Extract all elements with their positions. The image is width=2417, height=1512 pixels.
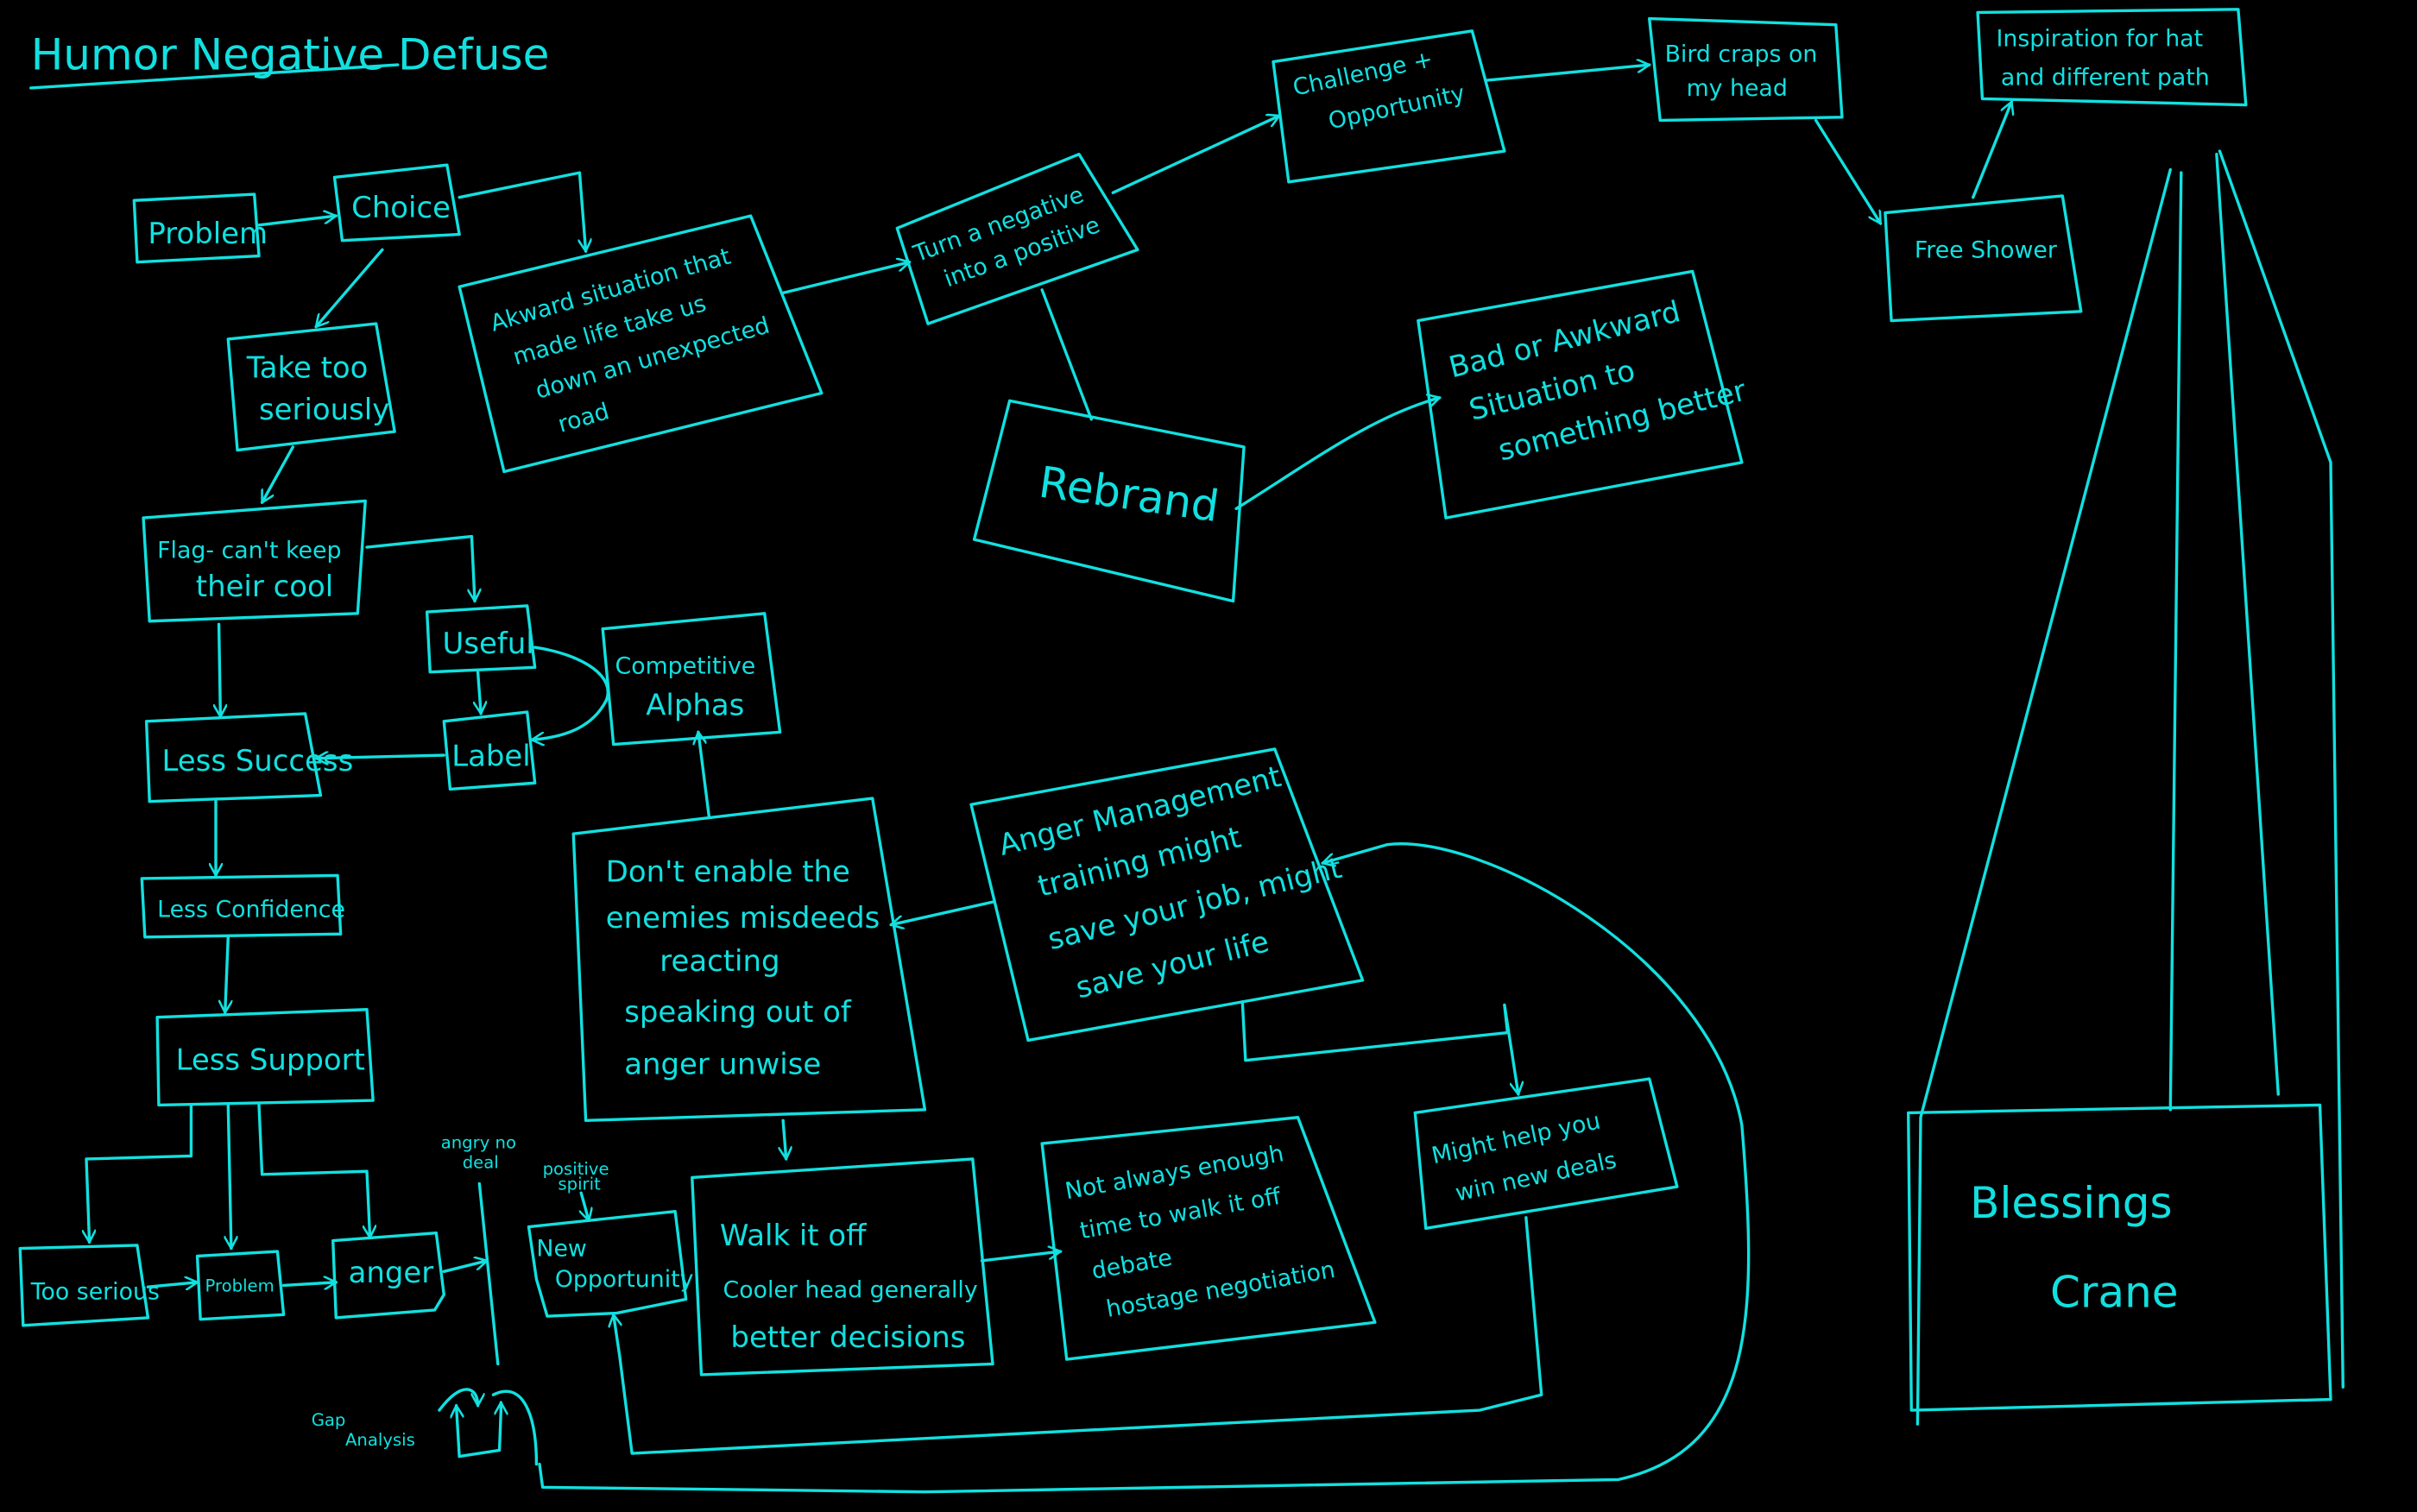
svg-text:Useful: Useful	[443, 627, 534, 660]
node-less-support: Less Support	[155, 1008, 375, 1107]
svg-text:Cooler head generally: Cooler head generally	[723, 1277, 978, 1304]
svg-text:enemies misdeeds: enemies misdeeds	[606, 901, 880, 935]
svg-text:Take too: Take too	[246, 351, 369, 385]
svg-text:Label: Label	[451, 740, 530, 773]
svg-text:Bird craps on: Bird craps on	[1665, 41, 1818, 68]
node-walk-it-off: Walk it off Cooler head generally better…	[691, 1157, 994, 1377]
node-bad-awkward: Bad or Awkward Situation to something be…	[1417, 269, 1750, 520]
note-gap-analysis: Gap Analysis	[312, 1410, 415, 1450]
svg-text:Alphas: Alphas	[646, 689, 744, 722]
svg-text:Blessings: Blessings	[1970, 1178, 2172, 1228]
svg-text:debate: debate	[1089, 1244, 1174, 1285]
node-challenge-opportunity: Challenge + Opportunity	[1272, 29, 1506, 184]
svg-text:deal: deal	[463, 1153, 499, 1173]
svg-text:reacting: reacting	[659, 944, 779, 978]
svg-text:Gap: Gap	[312, 1410, 346, 1430]
svg-text:and different path: and different path	[2001, 64, 2210, 91]
svg-text:road: road	[555, 398, 612, 438]
svg-text:Problem: Problem	[148, 217, 268, 250]
note-positive-spirit: positive spirit	[543, 1159, 609, 1194]
svg-text:Less Support: Less Support	[176, 1043, 365, 1076]
svg-text:speaking out of: speaking out of	[624, 995, 852, 1029]
svg-text:New: New	[536, 1235, 586, 1262]
svg-text:Less Confidence: Less Confidence	[157, 897, 345, 923]
crane-neck-lines	[1915, 149, 2344, 1426]
node-anger-management: Anger Management training might save you…	[969, 747, 1365, 1043]
svg-text:Crane: Crane	[2050, 1267, 2179, 1317]
node-turn-negative: Turn a negative into a positive	[895, 152, 1139, 325]
note-angry-no-deal: angry no deal	[441, 1132, 516, 1172]
node-take-too-seriously: Take too seriously	[226, 322, 396, 452]
node-might-help: Might help you win new deals	[1413, 1077, 1679, 1231]
svg-text:Inspiration for hat: Inspiration for hat	[1997, 26, 2204, 53]
node-new-opportunity: New Opportunity	[527, 1209, 694, 1318]
node-useful: Useful	[425, 604, 537, 674]
svg-text:Flag- can't keep: Flag- can't keep	[157, 538, 341, 564]
svg-text:Less Success: Less Success	[162, 744, 354, 778]
node-too-serious: Too serious	[18, 1244, 160, 1327]
svg-text:their cool: their cool	[196, 570, 333, 603]
node-label: Label	[442, 710, 537, 791]
node-awkward-situation: Akward situation that made life take us …	[458, 214, 824, 474]
svg-text:Free Shower: Free Shower	[1915, 236, 2057, 263]
svg-text:Choice: Choice	[351, 191, 451, 224]
node-rebrand: Rebrand	[972, 399, 1246, 603]
svg-text:Analysis: Analysis	[345, 1430, 415, 1450]
node-free-shower: Free Shower	[1884, 194, 2083, 323]
node-inspiration: Inspiration for hat and different path	[1976, 8, 2248, 107]
svg-text:positive: positive	[543, 1159, 609, 1179]
node-not-always-enough: Not always enough time to walk it off de…	[1040, 1116, 1377, 1361]
svg-text:Don't enable the: Don't enable the	[606, 855, 850, 889]
svg-text:Too serious: Too serious	[30, 1278, 160, 1305]
svg-text:spirit: spirit	[558, 1175, 601, 1194]
node-problem-small: Problem	[195, 1250, 286, 1321]
node-problem: Problem	[132, 192, 268, 264]
svg-text:anger: anger	[349, 1256, 434, 1289]
node-competitive-alphas: Competitive Alphas	[601, 612, 782, 747]
node-anger: anger	[331, 1231, 445, 1320]
node-less-confidence: Less Confidence	[140, 873, 345, 939]
svg-text:seriously: seriously	[259, 393, 389, 426]
svg-text:Rebrand: Rebrand	[1036, 457, 1222, 532]
node-blessings-crane: Blessings Crane	[1907, 149, 2344, 1426]
node-bird-craps: Bird craps on my head	[1648, 16, 1844, 123]
connectors	[86, 65, 2011, 1494]
svg-text:Walk it off: Walk it off	[720, 1219, 867, 1252]
svg-text:angry no: angry no	[441, 1132, 516, 1152]
node-choice: Choice	[332, 163, 461, 243]
title-underline	[29, 63, 400, 90]
svg-text:Competitive: Competitive	[615, 652, 756, 679]
svg-text:better decisions: better decisions	[730, 1320, 965, 1354]
svg-text:my head: my head	[1687, 75, 1788, 102]
node-flag-cant-keep-cool: Flag- can't keep their cool	[142, 499, 367, 623]
node-dont-enable: Don't enable the enemies misdeeds reacti…	[571, 797, 927, 1123]
svg-text:anger unwise: anger unwise	[624, 1048, 821, 1081]
svg-text:Problem: Problem	[205, 1276, 275, 1296]
svg-text:Opportunity: Opportunity	[555, 1266, 694, 1293]
